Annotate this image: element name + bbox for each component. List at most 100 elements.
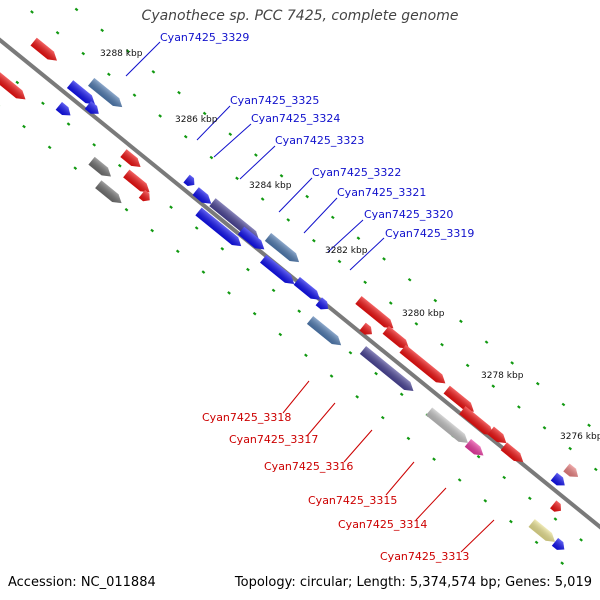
gene-arrow[interactable] [84,101,102,118]
tick-dot [279,174,284,178]
gene-arrow[interactable] [425,407,471,447]
gene-arrow[interactable] [0,87,2,120]
tick-dot [169,205,173,210]
gene-arrow-shade [88,156,111,177]
gene-arrow-shade [355,296,394,329]
callout-3315 [385,461,415,496]
tick-dot [329,374,334,378]
gene-arrow-shade [550,472,565,486]
tick-dot [66,122,71,126]
gene-arrow[interactable] [0,70,29,103]
gene-arrow-shade [306,316,342,346]
gene-label[interactable]: Cyan7425_3320 [364,208,453,221]
gene-arrow-shade [0,87,2,120]
gene-arrow-shade [30,37,57,61]
gene-arrow[interactable] [260,254,297,288]
gene-arrow[interactable] [382,326,413,353]
gene-arrow[interactable] [563,463,581,481]
tick-dot [433,298,438,303]
gene-labels-forward: Cyan7425_3329 Cyan7425_3325 Cyan7425_332… [160,31,474,240]
gene-arrow[interactable] [355,296,396,332]
tick-dot [228,132,233,137]
gene-arrow-shade [264,233,300,263]
tick-dot [330,215,335,220]
tick-dot [124,207,129,212]
gene-arrow[interactable] [95,180,125,207]
gene-arrow[interactable] [66,80,98,108]
gene-arrow[interactable] [88,156,114,181]
gene-arrow[interactable] [464,439,487,459]
gene-label[interactable]: Cyan7425_3324 [251,112,340,125]
gene-labels-reverse: Cyan7425_3318 Cyan7425_3317 Cyan7425_331… [202,411,469,563]
kbp-marker: 3286 kbp [175,115,218,125]
gene-arrow[interactable] [195,207,244,250]
gene-arrow[interactable] [399,344,448,387]
tick-dot [355,395,360,399]
gene-arrow[interactable] [359,346,417,395]
tick-dot [587,423,591,428]
gene-label[interactable]: Cyan7425_3322 [312,166,401,179]
gene-arrow[interactable] [551,538,568,553]
tick-dot [194,226,199,230]
gene-arrow[interactable] [500,442,527,466]
gene-arrow-shade [359,346,414,391]
gene-label[interactable]: Cyan7425_3318 [202,411,291,424]
tick-dot [414,322,419,326]
gene-label[interactable]: Cyan7425_3313 [380,550,469,563]
tick-dot [407,277,412,282]
tick-dot [22,124,26,129]
gene-arrow-shade [84,101,99,114]
tick-dot [568,446,573,451]
gene-arrow-shade [195,207,242,247]
tick-dot [491,384,496,389]
gene-arrow[interactable] [55,101,74,119]
gene-arrow[interactable] [264,233,302,266]
gene-label[interactable]: Cyan7425_3314 [338,518,427,531]
gene-arrow-shade [487,426,507,444]
gene-arrow[interactable] [120,149,143,171]
gene-arrow[interactable] [359,322,376,338]
tick-dot [534,540,539,545]
gene-arrow[interactable] [293,276,324,304]
tick-dot [286,218,291,222]
gene-label[interactable]: Cyan7425_3319 [385,227,474,240]
tick-dot [484,340,489,344]
gene-arrow[interactable] [487,426,510,447]
gene-label[interactable]: Cyan7425_3317 [229,433,318,446]
tick-dot [175,249,180,254]
gene-arrow-shade [66,80,95,105]
callout-3318 [282,380,310,414]
gene-arrow[interactable] [192,187,215,207]
tick-dot [177,90,181,95]
callout-3324 [213,123,252,158]
gene-arrow[interactable] [138,190,153,204]
gene-label[interactable]: Cyan7425_3323 [275,134,364,147]
gene-arrow[interactable] [306,316,344,349]
tick-dot [348,350,353,355]
tick-dot [41,101,45,106]
gene-label[interactable]: Cyan7425_3316 [264,460,353,473]
gene-arrow[interactable] [237,226,268,254]
gene-label[interactable]: Cyan7425_3321 [337,186,426,199]
gene-arrow[interactable] [123,169,153,197]
gene-label[interactable]: Cyan7425_3315 [308,494,397,507]
tick-dot [201,270,206,274]
tick-dot [235,176,239,181]
tick-dot [388,301,393,305]
gene-arrow[interactable] [459,406,496,439]
tick-dot [312,238,316,243]
tick-dot [337,259,342,264]
gene-label[interactable]: Cyan7425_3329 [160,31,249,44]
gene-arrow[interactable] [550,472,568,490]
gene-arrow[interactable] [315,297,332,312]
gene-arrow[interactable] [528,519,559,546]
gene-arrow[interactable] [88,78,125,111]
gene-label[interactable]: Cyan7425_3325 [230,94,319,107]
gene-arrow[interactable] [183,174,197,189]
tick-dot [74,7,79,12]
gene-arrow[interactable] [30,37,61,65]
gene-arrow[interactable] [550,500,564,515]
gene-arrow[interactable] [443,385,477,416]
gene-arrow-body [0,87,2,120]
